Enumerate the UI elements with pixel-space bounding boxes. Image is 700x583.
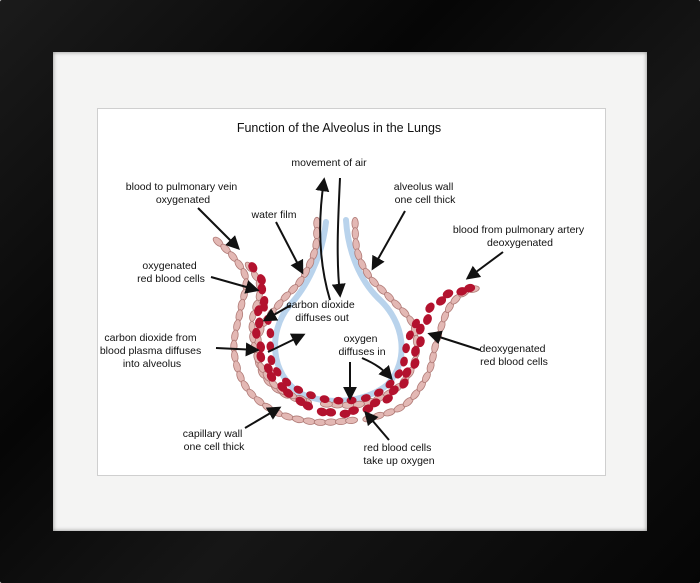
red-blood-cell — [416, 336, 425, 348]
red-blood-cell — [399, 378, 409, 389]
artery-arrow — [465, 251, 504, 280]
red-blood-cell — [402, 343, 410, 354]
red-blood-cell — [374, 388, 384, 397]
red-blood-cell — [411, 345, 420, 357]
label-capillary-wall: capillary wall one cell thick — [183, 428, 245, 453]
red-blood-cell — [385, 379, 395, 389]
water-film-arrow — [275, 221, 304, 275]
red-blood-cell — [325, 408, 337, 417]
red-blood-cell — [306, 391, 316, 400]
red-blood-cell — [302, 401, 314, 411]
capillary-cell — [345, 416, 358, 425]
red-blood-cell — [382, 394, 393, 404]
label-co2-diffuses-out: carbon dioxide diffuses out — [286, 299, 357, 324]
red-blood-cell — [333, 396, 344, 405]
red-blood-cell — [267, 355, 276, 366]
red-blood-cell — [263, 363, 273, 374]
label-oxygen-diffuses-in: oxygen diffuses in — [338, 333, 385, 358]
capillary-cell — [372, 411, 385, 420]
capillary-arrow — [244, 406, 282, 429]
take-up-arrow — [364, 410, 390, 441]
label-water-film: water film — [251, 209, 297, 221]
label-alveolus-wall: alveolus wall one cell thick — [394, 181, 456, 206]
red-blood-cell — [257, 283, 267, 295]
red-blood-cell — [348, 406, 359, 415]
red-blood-cell — [319, 395, 330, 403]
red-blood-cell — [316, 407, 328, 417]
red-blood-cells — [248, 262, 476, 419]
label-movement-of-air: movement of air — [291, 157, 367, 169]
red-blood-cell — [252, 327, 261, 339]
red-blood-cell — [411, 318, 421, 329]
red-blood-cell — [423, 314, 432, 325]
diagram-title: Function of the Alveolus in the Lungs — [237, 121, 441, 135]
red-blood-cell — [266, 328, 275, 339]
deoxy-rbc-arrow — [427, 330, 481, 351]
co2-plasma-arrow — [267, 333, 306, 353]
red-blood-cell — [394, 369, 403, 379]
red-blood-cell — [369, 398, 381, 408]
label-pulmonary-artery: blood from pulmonary artery deoxygenated — [453, 224, 587, 249]
red-blood-cell — [360, 394, 371, 402]
red-blood-cell — [442, 289, 454, 299]
red-blood-cell — [402, 367, 412, 378]
red-blood-cell — [248, 262, 258, 273]
red-blood-cell — [254, 317, 264, 329]
capillary-cell — [291, 415, 305, 424]
air-out-arrow — [315, 177, 331, 301]
capillary-cell — [281, 412, 294, 421]
capillary-cell — [302, 417, 316, 425]
red-blood-cell — [339, 409, 351, 419]
capillary-cell — [237, 298, 246, 312]
label-oxygenated-rbc: oxygenated red blood cells — [137, 260, 205, 285]
red-blood-cell — [410, 358, 420, 369]
label-co2-from-plasma: carbon dioxide from blood plasma diffuse… — [100, 332, 204, 370]
wall-cell — [351, 227, 359, 240]
red-blood-cell — [283, 388, 294, 398]
red-blood-cell — [388, 385, 399, 396]
label-rbc-take-up-oxygen: red blood cells take up oxygen — [363, 442, 434, 467]
vein-arrow — [197, 207, 240, 250]
alveolus-wall-arrow — [371, 210, 406, 271]
arrows — [197, 177, 504, 441]
co2-from-arrow — [215, 342, 260, 357]
red-blood-cell — [464, 283, 476, 293]
co2-out-arrow — [262, 304, 292, 322]
red-blood-cell — [405, 330, 414, 341]
label-pulmonary-vein: blood to pulmonary vein oxygenated — [126, 181, 240, 206]
red-blood-cell — [425, 302, 435, 313]
red-blood-cell — [400, 356, 408, 367]
oxygen-arrow-2 — [361, 357, 393, 381]
red-blood-cell — [436, 296, 447, 306]
label-deoxygenated-rbc: deoxygenated red blood cells — [480, 343, 549, 368]
red-blood-cell — [272, 367, 282, 377]
oxy-rbc-arrow — [210, 276, 260, 294]
red-blood-cell — [266, 371, 277, 382]
wall-cell — [313, 226, 321, 240]
air-in-arrow — [331, 177, 346, 298]
red-blood-cell — [282, 377, 292, 387]
red-blood-cell — [293, 385, 304, 394]
